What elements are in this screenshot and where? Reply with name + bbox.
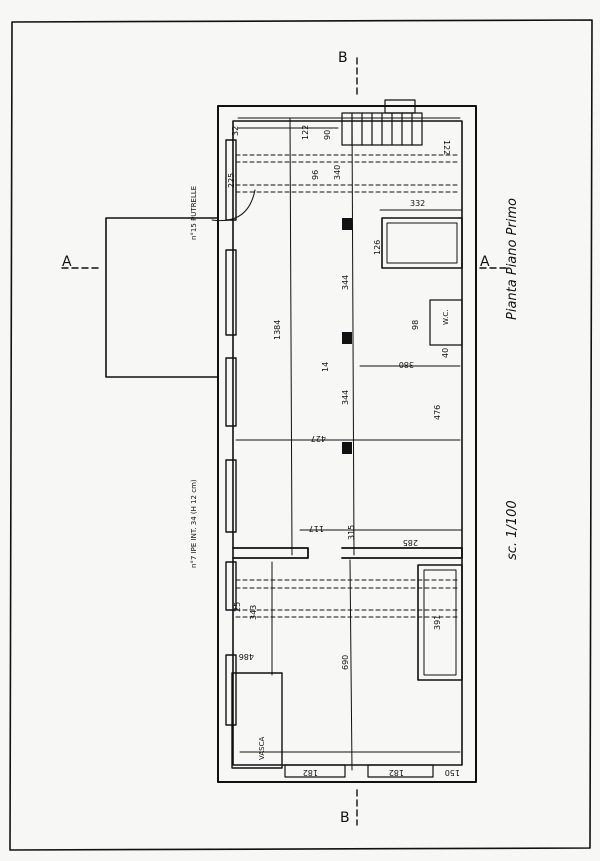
dim-315: 315 [347,525,356,540]
bathtub [231,672,283,769]
inner-wall-outline [232,120,463,766]
dim-182b: 182 [389,768,404,777]
dim-98: 98 [411,320,420,330]
dim-380: 380 [399,360,414,369]
left-window-reveals [225,139,237,726]
dim-486: 486 [239,652,254,661]
dim-117: 117 [309,524,324,533]
dim-14: 14 [321,362,330,372]
putrelle-leader [211,189,256,222]
plan-title: Pianta Piano Primo [505,198,520,320]
dim-40: 40 [441,348,450,358]
dim-391: 391 [433,615,442,630]
wardrobe-top [381,217,463,269]
dim-182a: 182 [303,768,318,777]
wc-box [429,299,463,346]
ipe-note: n°7 IPE INT. 34 (H 12 cm) [190,479,198,568]
dim-overall-length: 1384 [273,320,282,340]
dim-690: 690 [341,655,350,670]
section-b-bottom-label: B [340,810,350,826]
section-lines [61,57,511,826]
dim-122a: 122 [301,125,310,140]
dim-285: 285 [403,538,418,547]
vasca-label: VASCA [258,737,266,760]
wc-label: W.C. [442,310,450,325]
dim-344a: 344 [341,275,350,290]
middle-partition [232,547,463,559]
plan-scale: sc. 1/100 [505,500,520,560]
dim-126: 126 [373,240,382,255]
putrelle-note: n°15 PUTRELLE [190,186,198,240]
sheet-border [9,19,593,851]
dim-343: 343 [249,605,258,620]
dim-32: 32 [231,126,240,136]
dim-340: 340 [333,165,342,180]
outer-wall [217,105,477,783]
columns [342,218,352,454]
dim-427: 427 [311,434,326,443]
dim-96: 96 [311,170,320,180]
dim-150: 150 [445,768,460,777]
dim-90: 90 [323,130,332,140]
dim-332: 332 [410,199,425,208]
balcony-projection [105,217,219,378]
section-b-top-label: B [338,50,348,66]
dim-476: 476 [433,405,442,420]
bottom-windows [284,764,434,778]
section-a-right-label: A [480,254,490,270]
dimension-lines [235,117,463,753]
dim-122b: 122 [442,140,451,155]
long-lines [271,117,355,771]
beam-lines [235,154,461,618]
wardrobe-bottom [417,564,463,681]
section-a-left-label: A [62,254,72,270]
dim-344b: 344 [341,390,350,405]
dim-25: 25 [233,602,242,612]
dim-225: 225 [227,173,236,188]
